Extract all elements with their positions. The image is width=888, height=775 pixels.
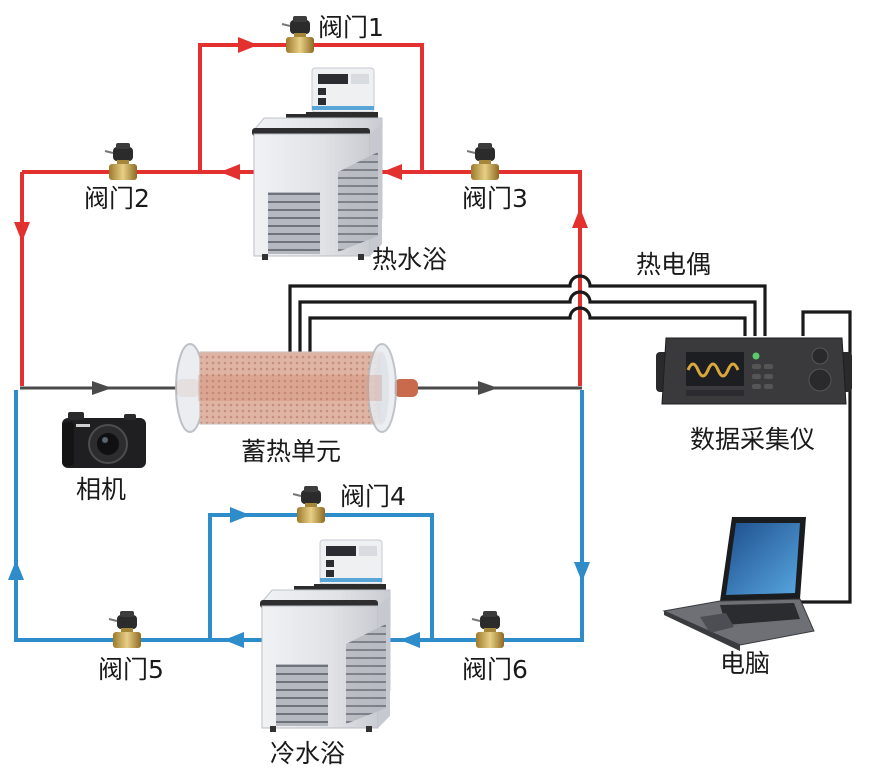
thermocouple-wires	[288, 274, 852, 604]
flow-arrow-left-icon	[400, 632, 420, 648]
main-flow-line	[20, 381, 582, 395]
valve-2-label: 阀门2	[84, 184, 150, 213]
flow-arrow-left-icon	[382, 164, 402, 180]
flow-arrow-down-icon	[574, 562, 590, 582]
flow-arrow-right-icon	[92, 381, 112, 395]
flow-arrow-right-icon	[230, 507, 250, 523]
flow-arrow-right-icon	[478, 381, 498, 395]
data-logger-label: 数据采集仪	[690, 425, 815, 454]
valve-5	[108, 610, 142, 649]
valve-6-label: 阀门6	[462, 655, 528, 684]
storage-unit-label: 蓄热单元	[241, 437, 341, 466]
valve-3-label: 阀门3	[462, 184, 528, 213]
flow-arrow-up-icon	[572, 208, 588, 228]
flow-arrow-left-icon	[224, 632, 244, 648]
camera-label: 相机	[76, 475, 126, 504]
laptop-icon	[662, 517, 815, 651]
valve-1	[281, 15, 315, 54]
valve-3	[466, 142, 500, 181]
valve-5-label: 阀门5	[98, 655, 164, 684]
cold-water-bath	[258, 538, 392, 734]
hot-water-bath	[250, 66, 384, 262]
valve-1-label: 阀门1	[318, 13, 384, 42]
camera-icon	[62, 412, 146, 468]
heat-storage-unit	[175, 343, 418, 433]
flow-arrow-up-icon	[8, 560, 24, 580]
valve-4-label: 阀门4	[340, 482, 406, 511]
valve-2	[104, 142, 138, 181]
computer-label: 电脑	[720, 649, 770, 678]
valve-4	[292, 485, 326, 524]
hot-bath-label: 热水浴	[372, 245, 447, 274]
flow-arrow-right-icon	[238, 37, 258, 53]
valve-6	[471, 610, 505, 649]
flow-arrow-left-icon	[220, 164, 240, 180]
flow-arrow-down-icon	[14, 222, 30, 242]
data-logger-icon	[656, 337, 852, 405]
cold-loop	[8, 390, 590, 648]
thermocouple-label: 热电偶	[636, 250, 711, 279]
cold-bath-label: 冷水浴	[270, 739, 345, 768]
